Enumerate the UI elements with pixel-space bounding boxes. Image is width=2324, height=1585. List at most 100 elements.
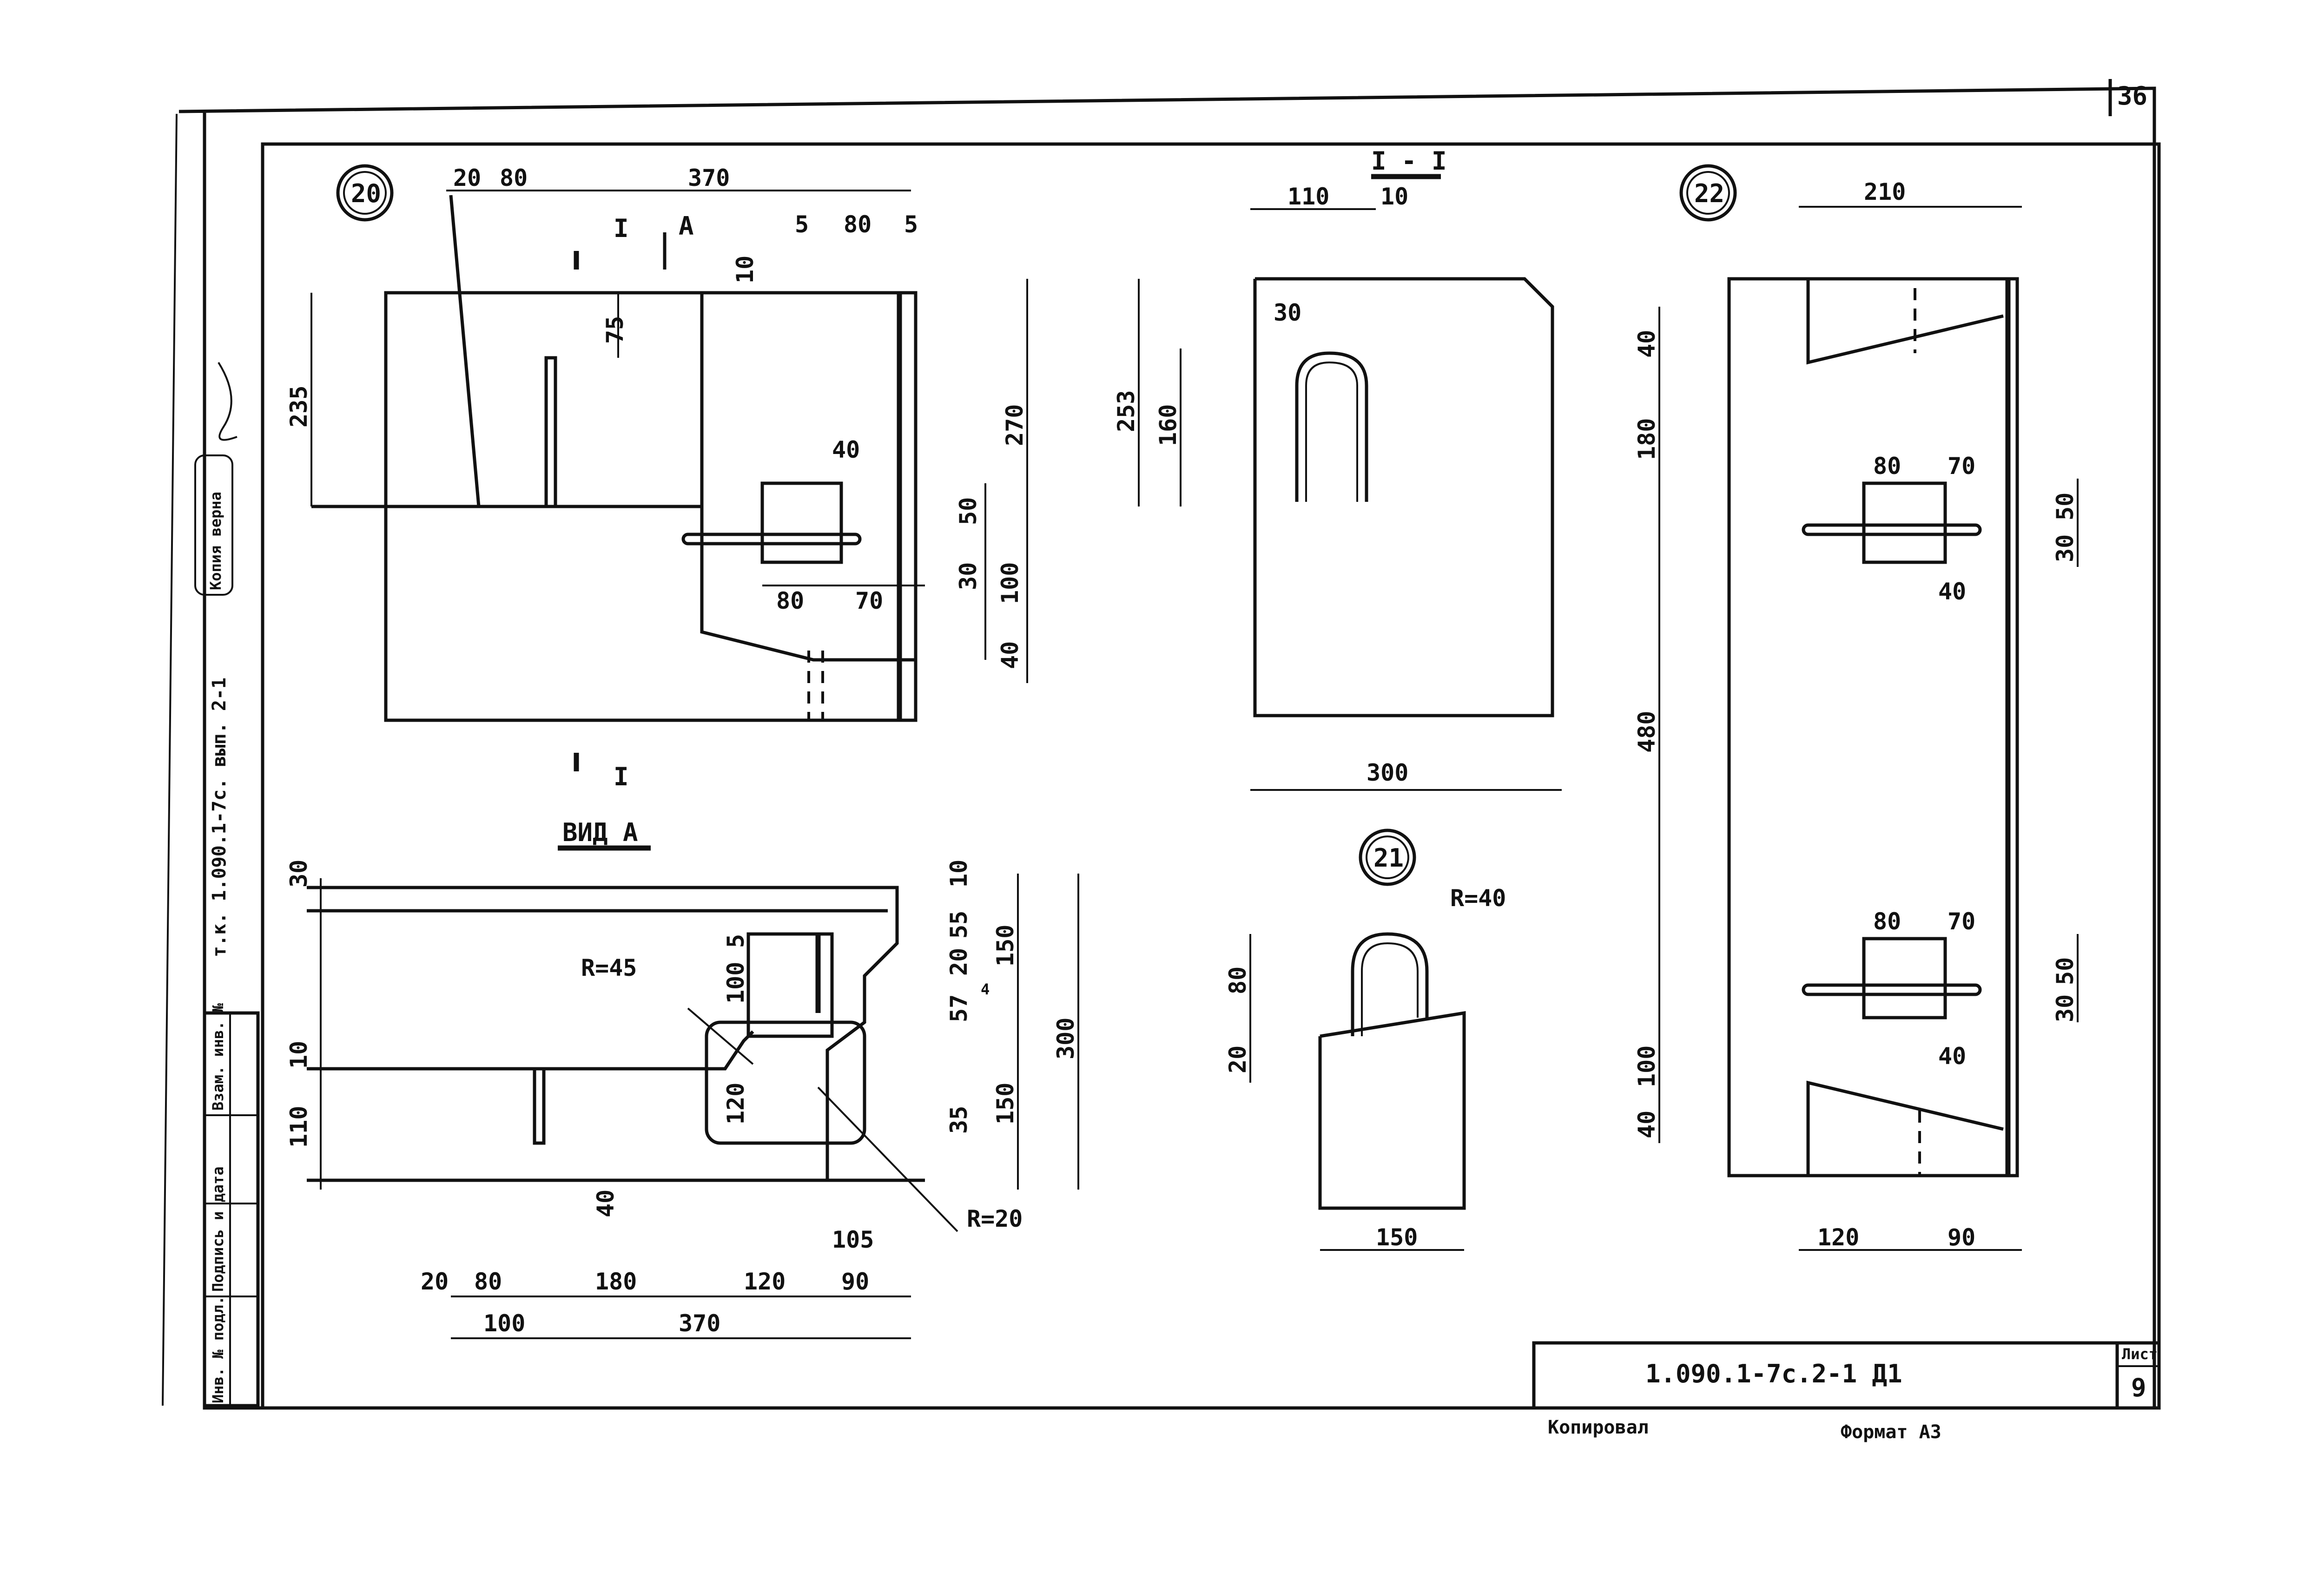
dim-text: 40 bbox=[832, 436, 860, 463]
dim-text: 5 bbox=[795, 211, 809, 238]
detail-20-plate bbox=[760, 481, 843, 564]
dim-text: 180 bbox=[1633, 418, 1660, 460]
dim-text: 40 bbox=[1938, 578, 1966, 605]
cut-mark-top: I bbox=[614, 214, 629, 243]
dim-text: 120 bbox=[744, 1268, 786, 1295]
inner-frame bbox=[261, 142, 2161, 1410]
dim-text: 235 bbox=[285, 386, 312, 427]
dim-text: 20 bbox=[453, 164, 481, 191]
dim-text: 70 bbox=[1948, 453, 1975, 480]
dim-text: 253 bbox=[1113, 390, 1140, 432]
dim-text: 370 bbox=[688, 164, 730, 191]
section-loop bbox=[1295, 351, 1368, 502]
dim-text: 80 bbox=[1873, 453, 1901, 480]
section-title: I - I bbox=[1371, 146, 1447, 176]
detail-21-circle bbox=[1359, 829, 1416, 886]
dim-text: 80 bbox=[474, 1268, 502, 1295]
dim-text: 50 bbox=[2052, 957, 2079, 985]
dim-text: 100 bbox=[997, 562, 1023, 604]
dim-text: 105 bbox=[832, 1226, 874, 1253]
dim-text: 110 bbox=[1287, 183, 1329, 210]
dim-text: 30 bbox=[2052, 534, 2079, 562]
dim-text: 30 bbox=[955, 562, 982, 590]
detail-20-taper bbox=[449, 195, 481, 507]
view-a-ledge bbox=[307, 1030, 754, 1071]
side-stamp-table bbox=[203, 1011, 260, 1407]
page-number: 36 bbox=[2117, 81, 2147, 111]
detail-21-number: 21 bbox=[1373, 843, 1404, 873]
dim-text: 10 bbox=[945, 860, 972, 888]
view-arrow-label: A bbox=[679, 211, 694, 241]
dim-text: 110 bbox=[285, 1106, 312, 1148]
dim-text: 10 bbox=[732, 256, 759, 283]
detail-22-number: 22 bbox=[1694, 179, 1724, 208]
dim-text: 120 bbox=[722, 1083, 749, 1125]
dim-text: 100 bbox=[483, 1310, 525, 1337]
detail-20-anchor bbox=[681, 533, 862, 546]
dim-text: 300 bbox=[1367, 759, 1408, 786]
dim-text: 40 bbox=[997, 641, 1023, 669]
detail-22-anchor-bottom bbox=[1802, 983, 1982, 996]
dim-text: 120 bbox=[1817, 1224, 1859, 1251]
leader-r20 bbox=[817, 1086, 958, 1232]
dim-text: 40 bbox=[1633, 330, 1660, 358]
leader-r45 bbox=[687, 1007, 754, 1065]
dim-text: 5 bbox=[722, 934, 749, 948]
outer-frame bbox=[178, 86, 2156, 1410]
dim-text: 80 bbox=[776, 587, 804, 614]
dim-text: 75 bbox=[601, 316, 628, 344]
dim-text: 80 bbox=[844, 211, 872, 238]
dim-text: 160 bbox=[1155, 404, 1182, 446]
detail-21-circle-inner bbox=[1366, 835, 1409, 879]
detail-22-plate-bottom bbox=[1862, 937, 1947, 1019]
detail-22-top-taper bbox=[1806, 279, 2004, 365]
dim-text: 20 bbox=[945, 948, 972, 976]
dim-text: 50 bbox=[955, 497, 982, 525]
dim-text: 57 bbox=[945, 994, 972, 1022]
detail-21-loop-inner bbox=[1361, 942, 1419, 1036]
dim-text: 150 bbox=[1376, 1224, 1418, 1251]
sheet-label: Лист bbox=[2122, 1345, 2158, 1363]
dim-text: 55 bbox=[945, 911, 972, 939]
detail-20-circle-inner bbox=[343, 171, 387, 215]
dim-text: 270 bbox=[1001, 404, 1028, 446]
dim-text: 100 bbox=[722, 962, 749, 1004]
dim-text: R=20 bbox=[967, 1205, 1023, 1232]
dim-text: 20 bbox=[1224, 1046, 1251, 1073]
detail-22-bottom-taper bbox=[1806, 1080, 2004, 1176]
dim-text: 80 bbox=[500, 164, 528, 191]
dim-text: 210 bbox=[1864, 178, 1906, 205]
side-stamp-col-2: Подпись и дата bbox=[209, 1166, 227, 1292]
dim-text: 70 bbox=[1948, 908, 1975, 935]
dim-text: 370 bbox=[679, 1310, 720, 1337]
dim-text: 150 bbox=[992, 1083, 1019, 1125]
dim-text: 10 bbox=[1380, 183, 1408, 210]
section-loop-inner bbox=[1305, 361, 1358, 502]
outer-frame-left bbox=[162, 113, 178, 1406]
dim-text: 40 bbox=[1633, 1111, 1660, 1138]
dim-text: 100 bbox=[1633, 1046, 1660, 1087]
dim-text: 90 bbox=[841, 1268, 869, 1295]
view-a-outline bbox=[307, 886, 899, 1180]
side-stamp-col-3: Взам. инв. № bbox=[209, 1003, 227, 1111]
detail-22-anchor-top bbox=[1802, 523, 1982, 536]
view-a-bar bbox=[533, 1067, 546, 1145]
sheet-number: 9 bbox=[2131, 1373, 2146, 1402]
dim-text: 180 bbox=[595, 1268, 637, 1295]
dim-text: 90 bbox=[1948, 1224, 1975, 1251]
side-stamp-col-1: Инв. № подл. bbox=[209, 1296, 227, 1403]
detail-20-number: 20 bbox=[351, 179, 381, 208]
dim-text: 480 bbox=[1633, 711, 1660, 753]
dim-text: R=40 bbox=[1450, 885, 1506, 912]
dim-text: 70 bbox=[855, 587, 883, 614]
view-a-pocket bbox=[746, 932, 834, 1038]
dim-text: 80 bbox=[1873, 908, 1901, 935]
copy-stamp-text: Копия верна bbox=[207, 492, 224, 590]
detail-20-profile bbox=[700, 293, 916, 662]
copy-stamp-box bbox=[194, 454, 233, 596]
title-block bbox=[1532, 1341, 2161, 1410]
detail-22-plate-top bbox=[1862, 481, 1947, 564]
view-a-title: ВИД А bbox=[562, 818, 638, 847]
dim-text: 300 bbox=[1052, 1018, 1079, 1059]
dim-text: R=45 bbox=[581, 954, 637, 981]
